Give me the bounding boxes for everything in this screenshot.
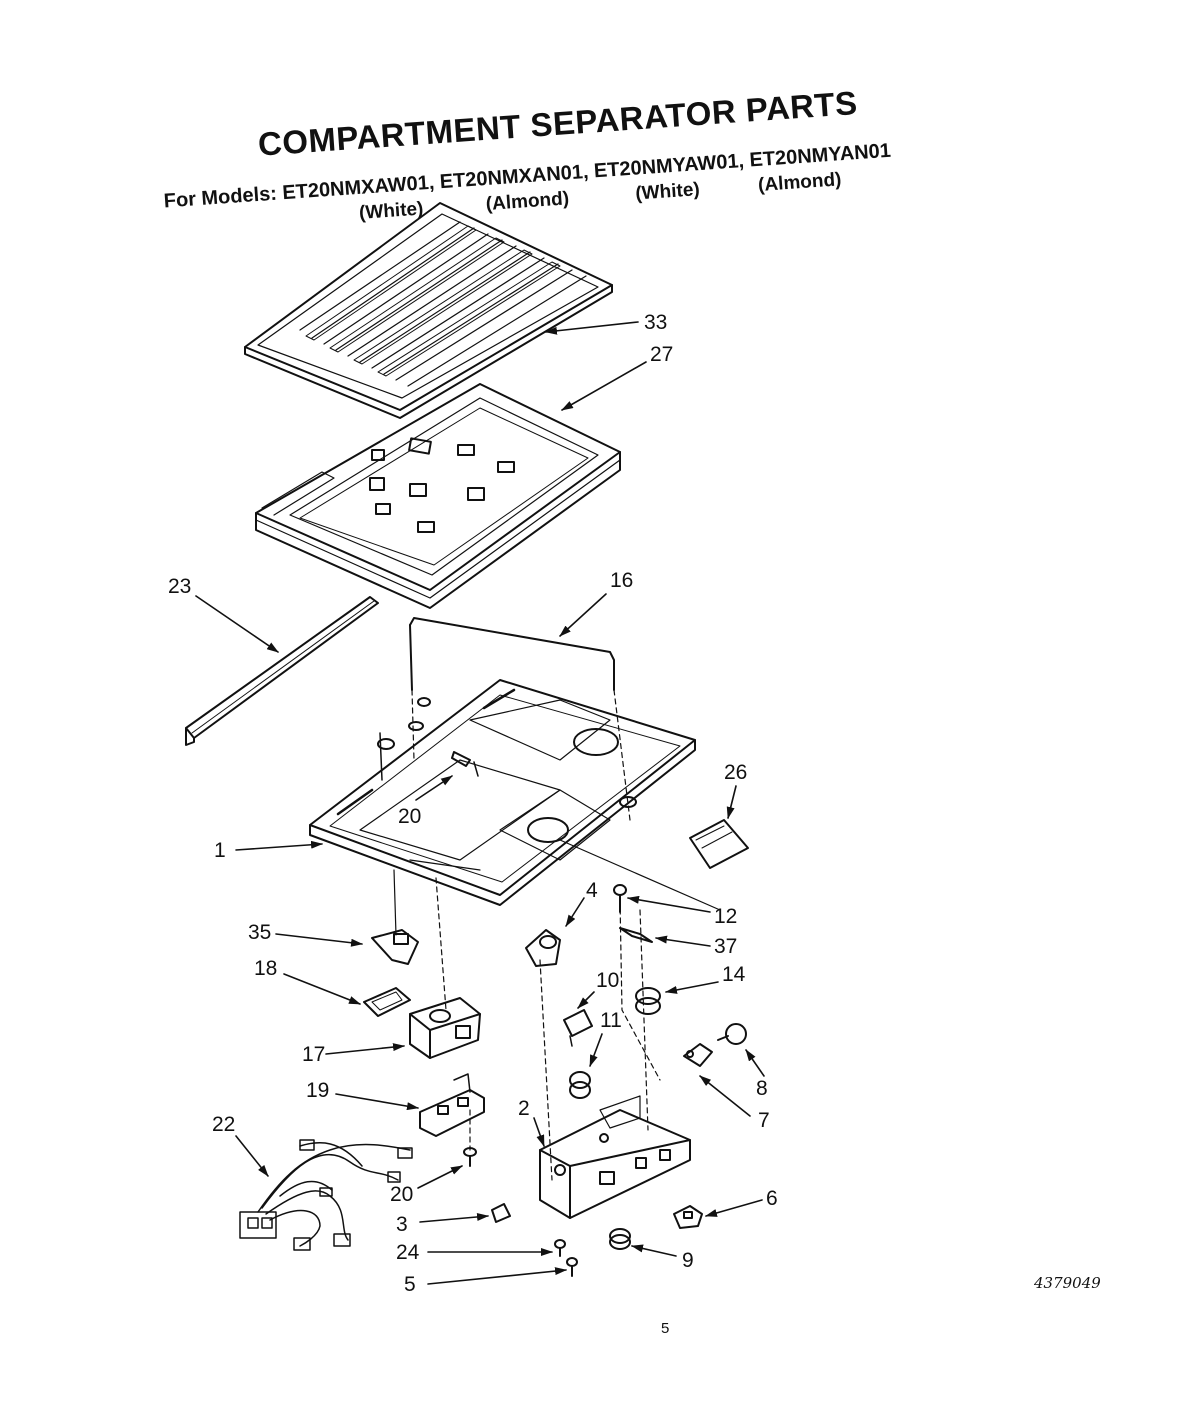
part-14-knob — [635, 987, 661, 1015]
part-5-screw — [566, 1257, 578, 1277]
callout-3: 3 — [396, 1213, 408, 1236]
part-1-separator-body — [309, 679, 696, 906]
callout-17: 17 — [302, 1043, 326, 1066]
part-22-wire-harness — [239, 1139, 413, 1251]
callout-11: 11 — [600, 1009, 622, 1032]
callout-26: 26 — [724, 761, 748, 784]
part-35-damper-part — [371, 929, 419, 965]
part-17-control-housing — [409, 997, 481, 1059]
part-26-cover — [689, 819, 749, 869]
part-9-knob — [609, 1228, 631, 1250]
part-7-socket — [683, 1043, 713, 1067]
page-number: 5 — [661, 1320, 670, 1337]
part-16-wire-heater — [409, 617, 631, 821]
callout-37: 37 — [714, 935, 738, 958]
callout-10: 10 — [596, 969, 620, 992]
callout-5: 5 — [404, 1273, 416, 1296]
callout-6: 6 — [766, 1187, 778, 1210]
part-33-shelf-panel — [244, 202, 613, 419]
part-12-screw — [613, 884, 627, 913]
callout-9: 9 — [682, 1249, 694, 1272]
part-10-thermostat — [563, 1009, 593, 1047]
callout-4: 4 — [586, 879, 598, 902]
callout-16: 16 — [610, 569, 634, 592]
callout-23: 23 — [168, 575, 192, 598]
callout-2: 2 — [518, 1097, 530, 1120]
callout-18: 18 — [254, 957, 278, 980]
part-18-grommet — [363, 987, 411, 1017]
callout-33: 33 — [644, 311, 668, 334]
wire-leaders — [393, 839, 721, 1181]
part-24-screw — [554, 1239, 566, 1257]
callout-27: 27 — [650, 343, 674, 366]
callout-8: 8 — [756, 1077, 768, 1100]
part-6-switch — [673, 1205, 703, 1229]
callout-12: 12 — [714, 905, 738, 928]
callout-14: 14 — [722, 963, 746, 986]
part-20-screw-lower — [463, 1147, 477, 1167]
part-20-screw — [379, 732, 479, 781]
part-37-clip — [619, 927, 653, 943]
callout-leaders — [195, 321, 765, 1285]
part-3-clip — [491, 1203, 511, 1223]
callout-19: 19 — [306, 1079, 330, 1102]
part-23-trim-strip — [185, 596, 379, 746]
callout-22: 22 — [212, 1113, 236, 1136]
part-27-frame — [255, 383, 621, 609]
part-11-knob — [569, 1071, 591, 1099]
part-8-light-bulb — [717, 1023, 747, 1045]
callout-1: 1 — [214, 839, 226, 862]
callout-24: 24 — [396, 1241, 420, 1264]
part-2-light-housing — [539, 1095, 691, 1219]
part-19-bracket — [419, 1073, 485, 1137]
callout-20: 20 — [398, 805, 422, 828]
part-4-bracket — [525, 929, 561, 967]
document-number: 4379049 — [1034, 1274, 1101, 1292]
callout-35: 35 — [248, 921, 272, 944]
callout-7: 7 — [758, 1109, 770, 1132]
callout-20-lower: 20 — [390, 1183, 414, 1206]
